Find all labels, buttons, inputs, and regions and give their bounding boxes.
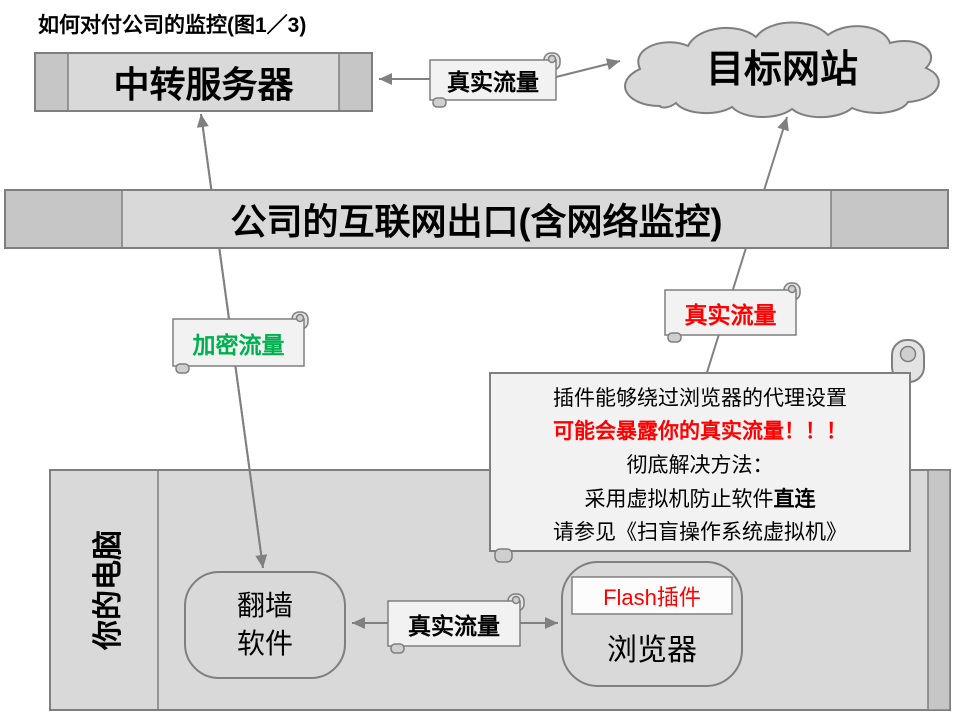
target-site-cloud: [624, 21, 940, 119]
note-line-4-bold: 直连: [773, 487, 816, 511]
flow-arrows: [352, 58, 621, 629]
flash-plugin-box: [571, 576, 733, 615]
relay-server-label: 中转服务器: [113, 64, 294, 105]
flash-plugin-label: Flash插件: [603, 584, 701, 610]
circumvention-tool-label: 翻墙 软件: [236, 590, 293, 659]
your-computer-label-text: 你的电脑: [92, 530, 125, 650]
scroll-real-traffic-bottom: [387, 593, 525, 654]
relay-server-box: [34, 52, 373, 112]
page-title: 如何对付公司的监控(图1／3): [38, 14, 307, 37]
note-scroll: [489, 339, 925, 563]
arrow-to-cloud: [555, 58, 621, 78]
note-line-5: 请参见《扫盲操作系统虚拟机》: [553, 521, 847, 545]
your-computer-label: 你的电脑: [52, 470, 158, 710]
scroll-real-traffic-right: [664, 282, 801, 343]
browser-label: 浏览器: [607, 634, 697, 667]
scroll-encrypted-traffic: [172, 311, 309, 374]
note-line-4: 采用虚拟机防止软件直连: [500, 481, 900, 515]
target-site-label: 目标网站: [705, 48, 858, 91]
warning-note: 插件能够绕过浏览器的代理设置 可能会暴露你的真实流量！！！ 彻底解决方法： 采用…: [500, 380, 900, 548]
real-traffic-bottom-label: 真实流量: [408, 612, 500, 639]
real-traffic-top-label: 真实流量: [447, 69, 539, 95]
browser-box: [561, 561, 743, 687]
note-line-1: 插件能够绕过浏览器的代理设置: [553, 386, 847, 410]
note-line-2: 可能会暴露你的真实流量！！！: [553, 420, 847, 444]
gateway-bar: [4, 189, 949, 249]
scroll-real-traffic-top: [429, 52, 561, 108]
note-line-3: 彻底解决方法：: [626, 453, 774, 477]
gateway-label: 公司的互联网出口(含网络监控): [230, 201, 723, 242]
real-traffic-right-label: 真实流量: [684, 301, 777, 328]
circumvention-tool-box: [184, 571, 346, 679]
encrypted-traffic-label: 加密流量: [192, 331, 285, 358]
note-line-4-prefix: 采用虚拟机防止软件: [584, 487, 774, 511]
